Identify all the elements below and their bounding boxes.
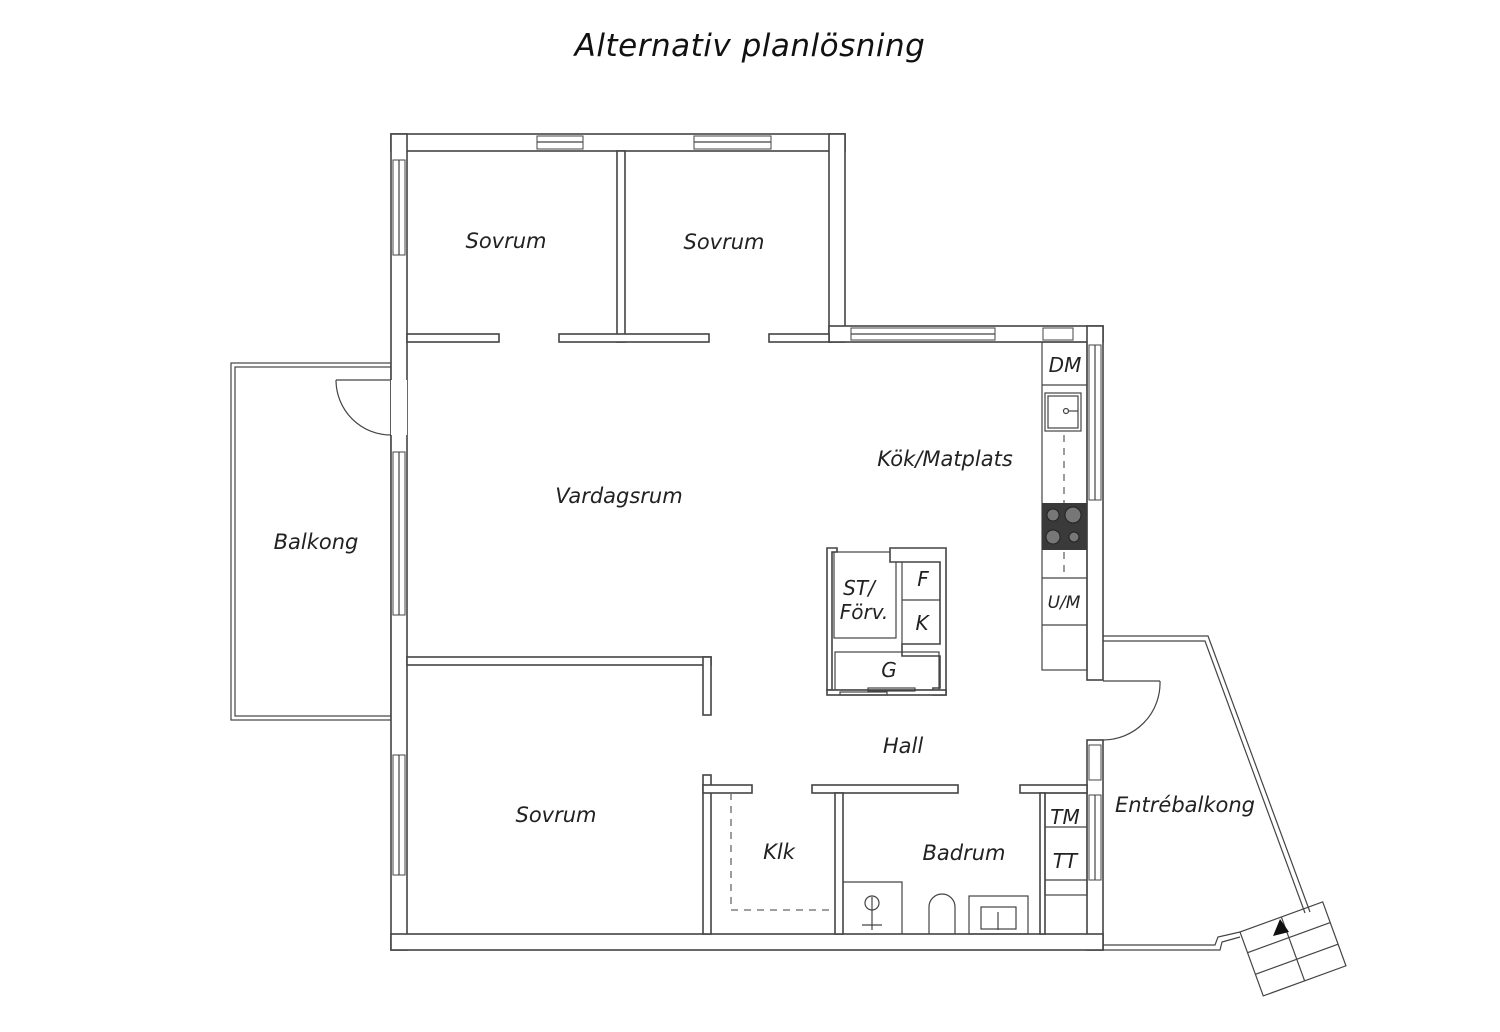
label-forv: Förv. <box>840 600 889 624</box>
label-g: G <box>881 658 897 682</box>
plan-title: Alternativ planlösning <box>574 28 926 64</box>
room-label-hall: Hall <box>883 734 923 758</box>
room-label-entrebalkong: Entrébalkong <box>1115 793 1255 817</box>
entrance-stairs <box>1239 901 1347 997</box>
room-label-sovrum-1: Sovrum <box>465 229 546 253</box>
room-label-vardagsrum: Vardagsrum <box>555 484 682 508</box>
label-f: F <box>917 567 929 591</box>
stove-icon <box>1042 503 1087 550</box>
storage-units <box>826 547 947 696</box>
closet-rail <box>730 793 835 911</box>
label-tt: TT <box>1053 849 1079 873</box>
label-um: U/M <box>1048 593 1081 613</box>
stairs-arrow-icon <box>1273 919 1289 936</box>
room-label-balkong: Balkong <box>274 530 359 554</box>
washbasin-icon <box>968 895 1029 935</box>
windows <box>392 135 1102 881</box>
shower-icon <box>843 881 903 934</box>
room-label-sovrum-2: Sovrum <box>683 230 764 254</box>
laundry-column <box>1044 792 1088 896</box>
walls <box>390 133 1104 951</box>
room-label-sovrum-3: Sovrum <box>515 803 596 827</box>
label-dm: DM <box>1049 353 1082 377</box>
entrance-door[interactable] <box>1102 680 1161 741</box>
balcony-door[interactable] <box>335 379 407 436</box>
room-label-kok: Kök/Matplats <box>877 447 1013 471</box>
toilet-icon <box>928 893 956 934</box>
sink-icon <box>1044 392 1082 432</box>
room-label-badrum: Badrum <box>922 841 1005 865</box>
label-k: K <box>915 611 930 635</box>
label-st: ST/ <box>843 576 877 600</box>
entrance-balcony-outline <box>1103 635 1311 951</box>
room-label-klk: Klk <box>763 840 796 864</box>
label-tm: TM <box>1050 805 1079 829</box>
